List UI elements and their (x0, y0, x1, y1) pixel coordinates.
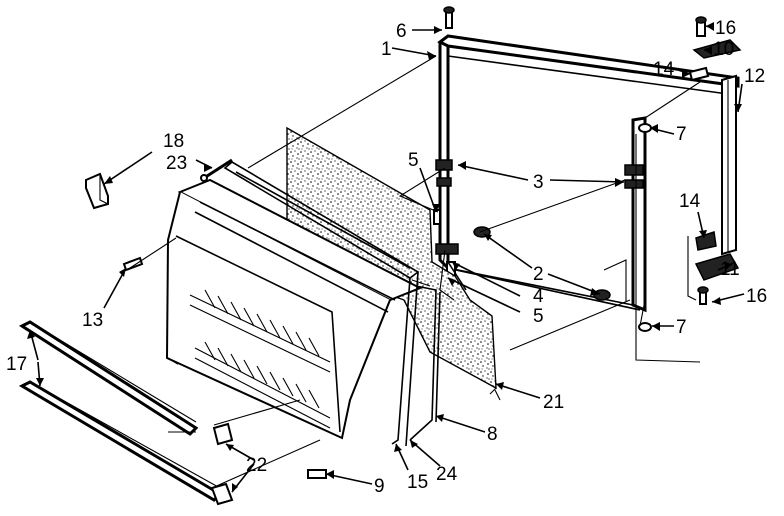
callout-5-lower: 5 (533, 306, 544, 327)
callout-1: 1 (381, 39, 392, 60)
shelf-end-caps-part-22 (210, 422, 234, 506)
callout-14-upper: 14 (653, 59, 675, 80)
callout-15: 15 (407, 472, 428, 493)
callout-17: 17 (6, 354, 27, 375)
callout-22: 22 (246, 455, 267, 476)
callout-16-upper: 16 (715, 18, 736, 39)
callout-18: 18 (163, 131, 184, 152)
callout-14-lower: 14 (679, 191, 701, 212)
callout-21: 21 (543, 392, 564, 413)
alignment-lines (129, 55, 701, 489)
door-liner-part-15 (165, 178, 423, 440)
callout-16-lower: 16 (746, 286, 767, 307)
callout-11: 11 (720, 259, 740, 280)
callout-13: 13 (82, 310, 103, 331)
callout-4: 4 (533, 286, 544, 307)
screw-part-13 (122, 256, 144, 272)
bracket-part-18 (85, 172, 109, 210)
callout-12: 12 (744, 66, 765, 87)
callout-10: 10 (713, 39, 734, 60)
lower-hinge-part-11 (694, 231, 740, 305)
callout-7-upper: 7 (676, 124, 687, 145)
callout-6: 6 (396, 21, 407, 42)
callout-5-upper: 5 (408, 150, 419, 171)
arrow-heads (27, 22, 742, 492)
callout-7-lower: 7 (676, 317, 687, 338)
liner-shelf-ridges (189, 289, 331, 429)
callout-2: 2 (533, 264, 544, 285)
callout-labels: 1 2 3 4 5 5 6 7 7 8 9 10 11 12 13 14 14 … (6, 18, 767, 497)
door-trim-part-23 (200, 158, 233, 182)
callout-8: 8 (487, 424, 498, 445)
callout-23: 23 (166, 153, 187, 174)
door-panel-part-8 (409, 285, 441, 441)
callout-24: 24 (436, 464, 458, 485)
screw-part-9 (307, 469, 327, 479)
callout-9: 9 (374, 476, 385, 497)
door-gasket-part-24 (223, 161, 420, 447)
upper-hinge-part-10 (688, 16, 742, 82)
hinge-rod-part-12 (721, 74, 737, 256)
door-frame-part-1 (437, 34, 740, 313)
callout-3: 3 (533, 172, 544, 193)
